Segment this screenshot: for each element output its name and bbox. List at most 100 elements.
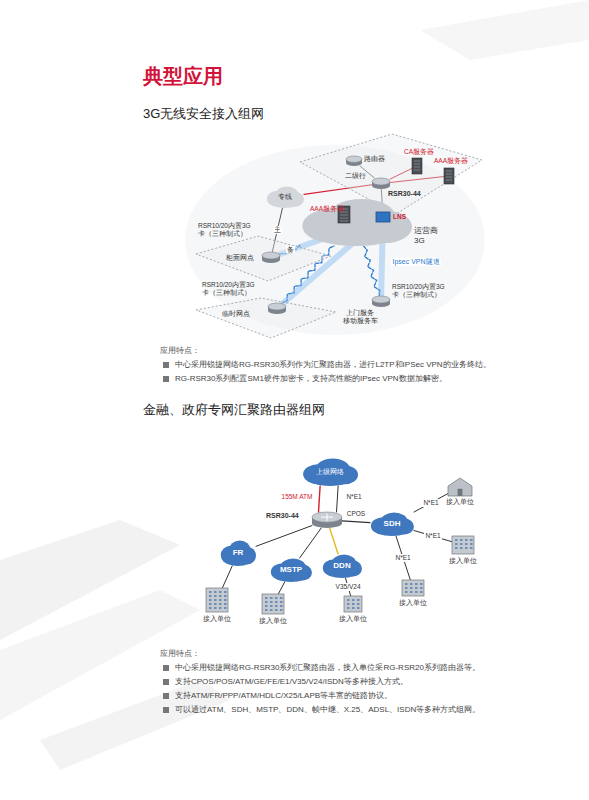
node-label: RSR10/20内置3G 卡（三种制式） — [202, 281, 260, 297]
router-icon-shape — [372, 296, 390, 307]
bullet-text: 支持ATM/FR/PPP/ATM/HDLC/X25/LAPB等丰富的链路协议。 — [175, 691, 392, 701]
link-label: N*E1 — [422, 499, 439, 507]
access-site: 接入单位 — [402, 580, 424, 596]
server-icon-shape — [412, 158, 422, 174]
node-label: 接入单位 — [203, 615, 231, 623]
network-cloud: 上级网络 — [302, 458, 358, 486]
node-label: DDN — [333, 561, 350, 571]
network-link — [222, 566, 232, 588]
link-label: N*E1 — [345, 493, 362, 501]
server-icon: AAA服务器 — [444, 168, 454, 184]
router-icon: 路由器 — [346, 156, 362, 166]
access-site: 接入单位 — [448, 478, 472, 496]
link-label: CPOS — [346, 510, 366, 518]
access-site-shape — [206, 588, 228, 612]
bullet-text: 可以通过ATM、SDH、MSTP、DDN、帧中继、X.25、ADSL、ISDN等… — [175, 705, 480, 715]
bullet-text: 支持CPOS/POS/ATM/GE/FE/E1/V35/V24/ISDN等多种接… — [175, 677, 408, 687]
node-label: 上门服务 移动服务车 — [342, 309, 378, 325]
network-link — [342, 521, 370, 523]
node-label: 专线 — [278, 193, 292, 201]
network-link — [300, 528, 322, 558]
node-label: 上级网络 — [316, 468, 344, 476]
server-icon: AAA服务器 — [338, 206, 350, 223]
decor-band — [420, 0, 589, 60]
node-label: 接入单位 — [259, 617, 287, 625]
server-icon: CA服务器 — [412, 158, 422, 174]
network-link — [278, 582, 284, 594]
node-label: 临时网点 — [222, 310, 250, 318]
node-label: FR — [233, 548, 244, 558]
access-site-shape — [262, 594, 284, 614]
router-icon-shape — [268, 303, 286, 314]
node-label: AAA服务器 — [434, 157, 468, 165]
access-site: 接入单位 — [344, 596, 362, 612]
link-label: Ipsec VPN隧道 — [391, 258, 440, 266]
note-heading: 应用特点： — [160, 649, 200, 659]
wireless-link — [364, 246, 380, 296]
router-icon: RSR10/20内置3G 卡（三种制式） — [262, 252, 280, 263]
lns-device: LNS — [376, 212, 390, 222]
branch-zone-shape — [300, 134, 482, 214]
branch-zone: 二级行CA服务器AAA服务器路由器RSR30-44 — [300, 134, 482, 214]
router-icon: RSR10/20内置3G 卡（三种制式）上门服务 移动服务车 — [372, 296, 390, 307]
network-cloud: MSTP — [270, 558, 312, 582]
network-link — [330, 528, 338, 554]
bullet-text: RG-RSR30系列配置SM1硬件加密卡，支持高性能的IPsec VPN数据加解… — [175, 374, 447, 384]
node-label: RSR30-44 — [388, 190, 421, 198]
node-label: 接入单位 — [446, 498, 474, 506]
router-icon: RSR10/20内置3G 卡（三种制式） — [268, 303, 286, 314]
link-label: V35/V24 — [335, 583, 362, 591]
lns-device-shape — [376, 212, 390, 222]
node-label: 接入单位 — [399, 599, 427, 607]
router-icon-shape — [262, 252, 280, 263]
network-cloud: DDN — [322, 554, 362, 578]
link-label: N*E1 — [395, 554, 412, 562]
core-router-shape — [312, 512, 342, 528]
node-label: LNS — [393, 213, 406, 221]
network-link — [337, 486, 339, 512]
access-site: 接入单位 — [262, 594, 284, 614]
router-icon: RSR30-44 — [372, 178, 390, 189]
bullet-square — [163, 362, 169, 368]
access-site-shape — [452, 536, 474, 554]
link-label: 155M ATM — [281, 493, 314, 501]
node-label: SDH — [384, 519, 401, 529]
note-heading: 应用特点： — [160, 346, 200, 356]
bullet-square — [163, 679, 169, 685]
link-label: N*E1 — [424, 532, 441, 540]
branch-zone-shape — [196, 298, 336, 338]
node-label: RSR30-44 — [266, 512, 299, 520]
network-cloud: 专线 — [266, 186, 304, 208]
access-site: 接入单位 — [452, 536, 474, 554]
node-label: 二级行 — [345, 172, 366, 180]
network-link — [414, 531, 452, 542]
network-link — [256, 526, 312, 547]
network-cloud: SDH — [370, 512, 414, 536]
node-label: 接入单位 — [339, 615, 367, 623]
node-label: 运营商 3G — [414, 226, 442, 245]
section-heading: 3G无线安全接入组网 — [143, 106, 264, 122]
node-label: AAA服务器 — [310, 205, 344, 213]
section-heading: 金融、政府专网汇聚路由器组网 — [143, 402, 325, 418]
bullet-text: 中心采用锐捷网络RG-RSR30系列汇聚路由器，接入单位采RG-RSR20系列路… — [175, 663, 480, 673]
link-label: 备 — [286, 246, 295, 254]
access-site-shape — [448, 478, 472, 496]
access-site: 接入单位 — [206, 588, 228, 612]
node-label: CA服务器 — [404, 148, 434, 156]
network-link — [414, 494, 448, 513]
bullet-square — [163, 693, 169, 699]
node-label: RSR10/20内置3G 卡（三种制式） — [198, 222, 256, 238]
network-cloud: FR — [220, 540, 256, 566]
node-label: MSTP — [280, 565, 302, 575]
access-site-shape — [402, 580, 424, 596]
router-icon-shape — [372, 178, 390, 189]
node-label: RSR10/20内置3G 卡（三种制式） — [392, 283, 450, 299]
link-label: 主 — [273, 226, 282, 234]
page-title: 典型应用 — [143, 64, 223, 88]
bullet-square — [163, 707, 169, 713]
node-label: 柜面网点 — [226, 254, 254, 262]
bullet-square — [163, 376, 169, 382]
bullet-text: 中心采用锐捷网络RG-RSR30系列作为汇聚路由器，进行L2TP和IPSec V… — [175, 360, 491, 370]
node-label: 路由器 — [364, 155, 385, 163]
